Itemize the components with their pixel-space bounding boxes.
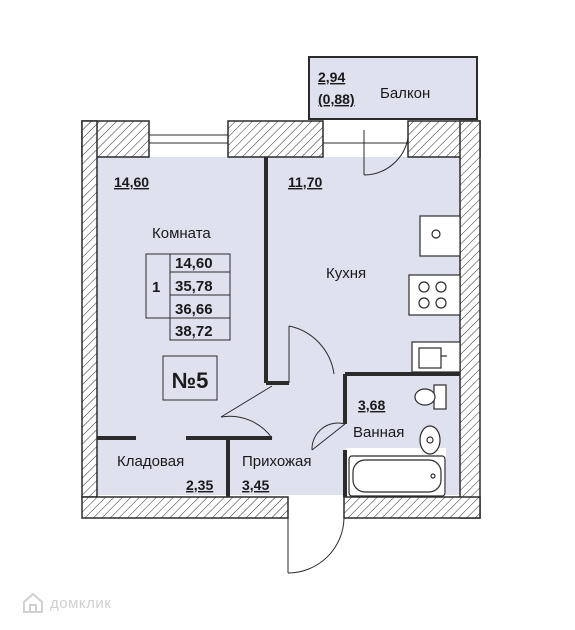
apartment-number: №5 — [172, 368, 209, 393]
hallway-name: Прихожая — [242, 453, 312, 470]
hallway-area: 3,45 — [242, 477, 269, 493]
summary-total-area: 35,78 — [175, 278, 213, 295]
summary-area-coef: 36,66 — [175, 301, 213, 318]
watermark-text: домклик — [50, 594, 112, 612]
summary-area-balcony: 38,72 — [175, 323, 213, 340]
windows — [149, 134, 408, 144]
area-labels: 2,94 (0,88) Балкон 14,60 Комната 11,70 К… — [114, 69, 430, 493]
floor-balcony — [308, 56, 478, 120]
storage-area: 2,35 — [186, 477, 213, 493]
doors — [220, 130, 409, 574]
bathroom-fixtures — [348, 384, 447, 497]
bathroom-area: 3,68 — [358, 397, 385, 413]
apartment-number-box: №5 — [162, 355, 218, 401]
kitchen-name: Кухня — [326, 265, 366, 282]
area-summary-table: 1 14,60 35,78 36,66 38,72 — [145, 253, 231, 341]
watermark: домклик — [22, 592, 111, 614]
interior-walls — [97, 157, 460, 497]
exterior-walls — [81, 120, 481, 519]
rooms-count: 1 — [152, 279, 160, 296]
room-area: 14,60 — [114, 174, 149, 190]
kitchen-fixtures — [408, 215, 461, 373]
summary-living-area: 14,60 — [175, 255, 213, 272]
balcony-area-coef: (0,88) — [318, 91, 355, 107]
balcony-area: 2,94 — [318, 69, 345, 85]
storage-name: Кладовая — [117, 453, 184, 470]
balcony-name: Балкон — [380, 85, 430, 102]
kitchen-area: 11,70 — [288, 174, 322, 190]
room-name: Комната — [152, 225, 211, 242]
floor-main — [96, 157, 460, 495]
bathroom-name: Ванная — [353, 424, 404, 441]
domclick-logo-icon — [23, 592, 43, 613]
